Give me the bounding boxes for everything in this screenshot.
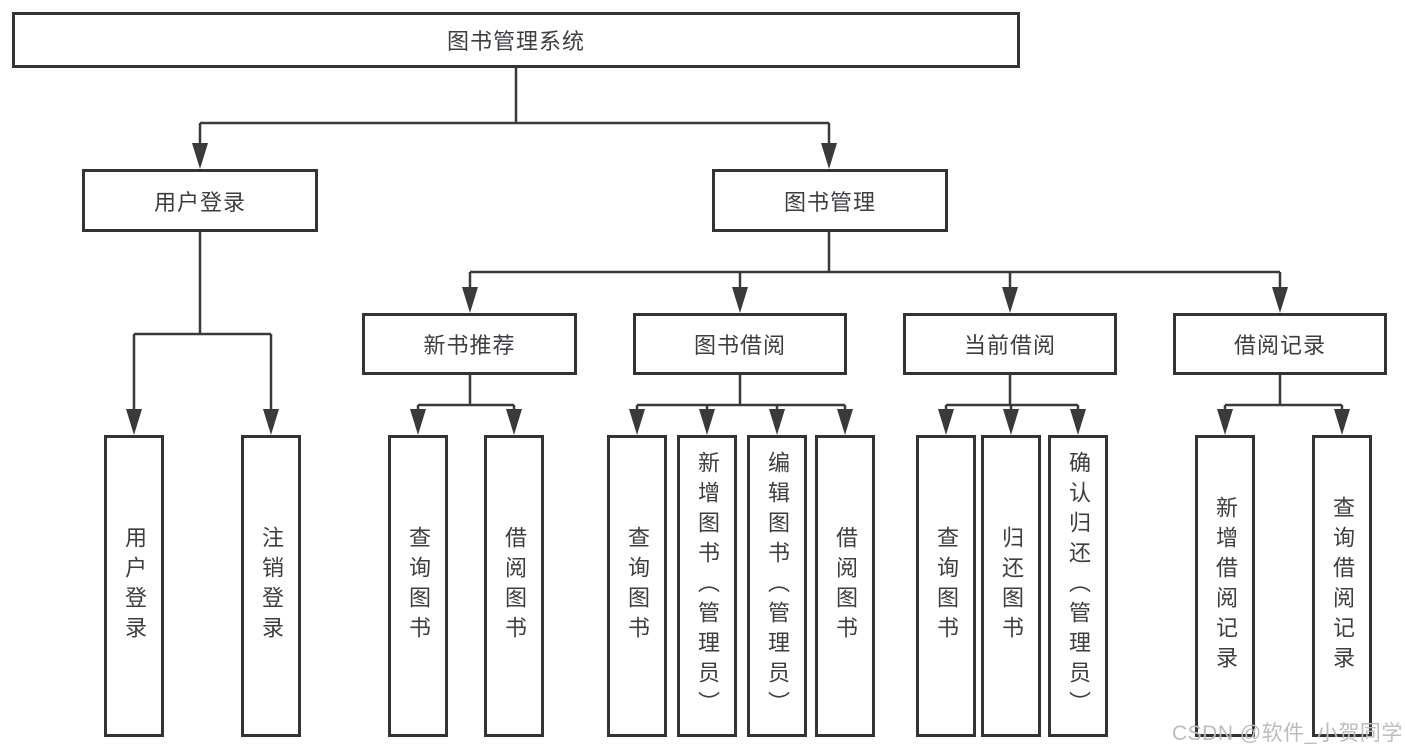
node-borrowing-records: 借阅记录 — [1173, 313, 1387, 375]
leaf-logout: 注销登录 — [241, 435, 301, 737]
node-new-book-recommendation: 新书推荐 — [362, 313, 577, 375]
leaf-edit-books-admin: 编辑图书（管理员） — [747, 435, 807, 737]
leaf-return-books: 归还图书 — [981, 435, 1041, 737]
leaf-add-books-admin: 新增图书（管理员） — [677, 435, 737, 737]
node-current-borrowing: 当前借阅 — [903, 313, 1117, 375]
leaf-confirm-return-admin: 确认归还（管理员） — [1048, 435, 1108, 737]
leaf-query-books-borrowing: 查询图书 — [607, 435, 667, 737]
node-book-management: 图书管理 — [712, 169, 948, 232]
node-user-login: 用户登录 — [82, 169, 318, 232]
node-book-borrowing: 图书借阅 — [633, 313, 847, 375]
csdn-watermark: CSDN @软件_小贺同学 — [1172, 722, 1403, 745]
leaf-query-books-recommend: 查询图书 — [388, 435, 448, 737]
node-root-library-system: 图书管理系统 — [12, 12, 1020, 68]
leaf-user-login: 用户登录 — [104, 435, 164, 737]
leaf-borrow-books-recommend: 借阅图书 — [484, 435, 544, 737]
leaf-query-borrow-record: 查询借阅记录 — [1312, 435, 1372, 737]
leaf-borrow-books: 借阅图书 — [815, 435, 875, 737]
leaf-add-borrow-record: 新增借阅记录 — [1195, 435, 1255, 737]
leaf-query-books-current: 查询图书 — [916, 435, 976, 737]
